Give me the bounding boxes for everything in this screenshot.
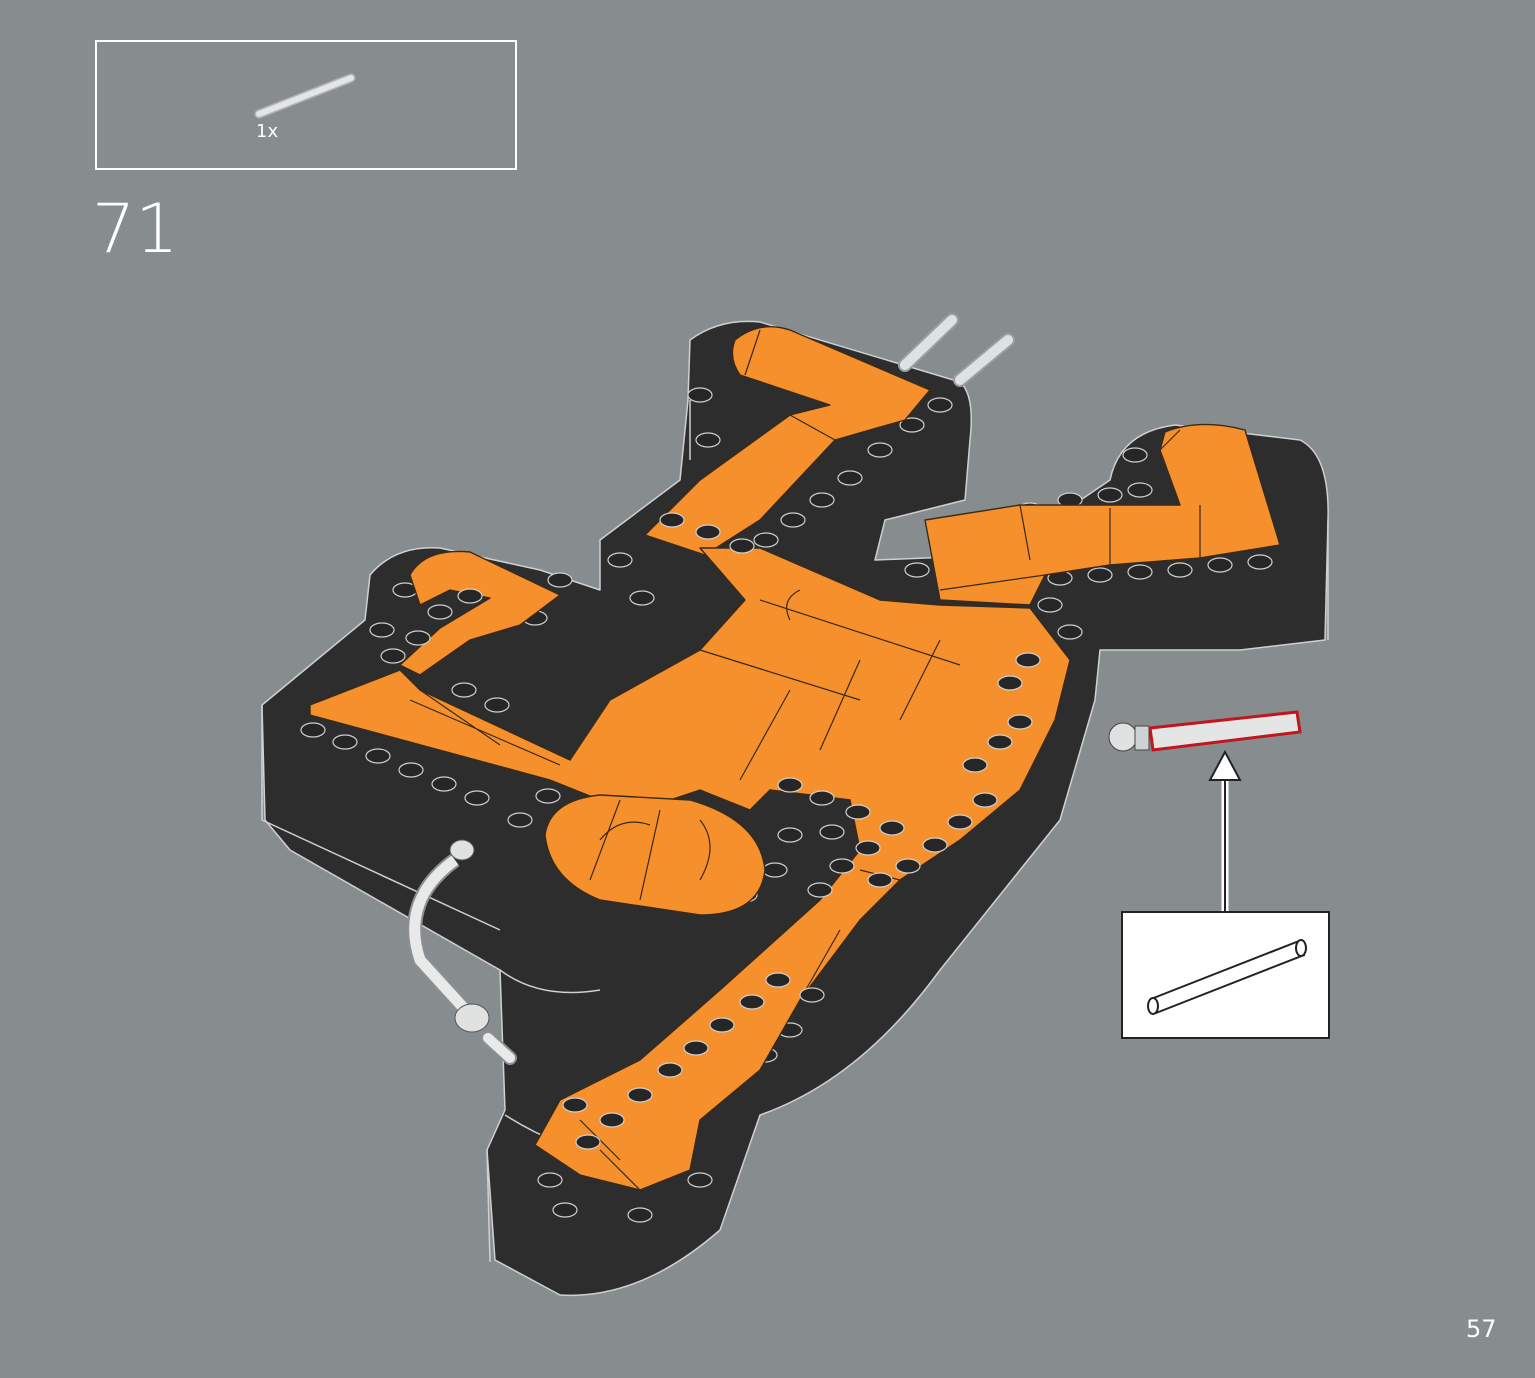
pointer-arrow xyxy=(1208,749,1242,911)
orange-studs xyxy=(380,512,1041,1150)
orange-tiles xyxy=(309,326,1281,1191)
top-axles xyxy=(898,313,1015,387)
flex-hose xyxy=(407,839,517,1065)
part-quantity: 1x xyxy=(256,121,279,142)
axle-rod-icon xyxy=(1147,939,1307,1015)
step-number: 71 xyxy=(92,190,179,269)
page-number: 57 xyxy=(1466,1315,1497,1343)
parts-list-box xyxy=(95,40,517,170)
part-callout-box xyxy=(1121,911,1330,1039)
new-axle-highlighted xyxy=(1108,710,1302,752)
axle-rod-icon xyxy=(254,73,356,119)
